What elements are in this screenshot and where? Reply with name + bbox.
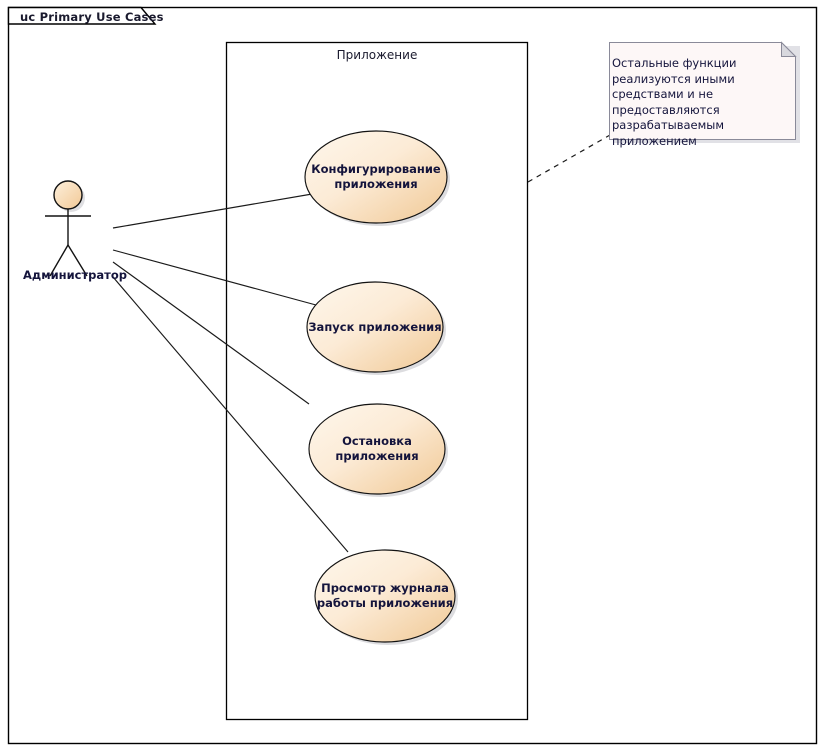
diagram-frame xyxy=(7,6,818,745)
actor-head-icon xyxy=(53,180,83,210)
use-case-configure[interactable] xyxy=(304,130,450,226)
association-line-configure xyxy=(112,192,319,229)
association-line-stop xyxy=(112,261,310,405)
actor-leg-right-line xyxy=(67,244,88,277)
use-case-view-log[interactable] xyxy=(314,549,458,645)
note-text: Остальные функции реализуются иными сред… xyxy=(612,56,737,148)
actor-leg-left-line xyxy=(49,244,69,277)
note-box[interactable] xyxy=(609,41,801,144)
actor-administrator[interactable] xyxy=(45,180,91,277)
association-line-view-log xyxy=(112,276,349,553)
association-lines xyxy=(112,192,349,553)
note-anchor-line xyxy=(527,134,611,183)
association-line-start xyxy=(112,249,317,306)
actor-label: Администратор xyxy=(23,268,127,282)
frame-label: uc Primary Use Cases xyxy=(20,10,164,24)
use-case-start[interactable] xyxy=(306,281,446,375)
note-fold-corner-icon xyxy=(781,41,797,57)
use-case-stop[interactable] xyxy=(308,403,448,497)
system-boundary xyxy=(225,41,529,721)
system-boundary-label: Приложение xyxy=(336,48,418,62)
